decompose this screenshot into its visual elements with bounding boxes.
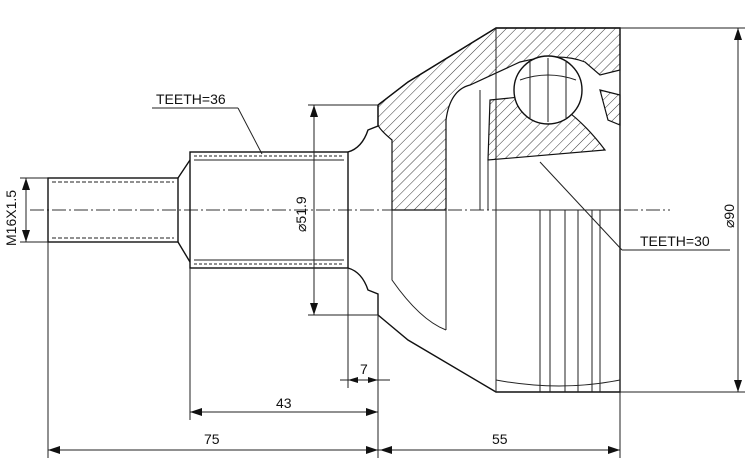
threaded-stub <box>47 159 191 263</box>
bell-housing-outline <box>377 27 621 393</box>
extension-lines <box>20 27 745 458</box>
dim-shaft-label: 43 <box>276 395 292 411</box>
dim-body-label: 55 <box>492 431 508 447</box>
shaft-diameter-label: ⌀51.9 <box>293 196 309 232</box>
splined-shaft <box>189 151 349 269</box>
dimension-lines <box>22 28 742 454</box>
teeth-shaft-label: TEETH=36 <box>156 91 226 107</box>
thread-label: M16X1.5 <box>3 190 19 246</box>
bell-housing-section <box>377 27 621 211</box>
leader-lines <box>152 107 730 251</box>
dim-total-left-label: 75 <box>204 431 220 447</box>
teeth-inner-label: TEETH=30 <box>640 233 710 249</box>
flange <box>347 105 379 315</box>
dim-flange-label: 7 <box>360 361 368 377</box>
outer-diameter-label: ⌀90 <box>721 204 737 228</box>
